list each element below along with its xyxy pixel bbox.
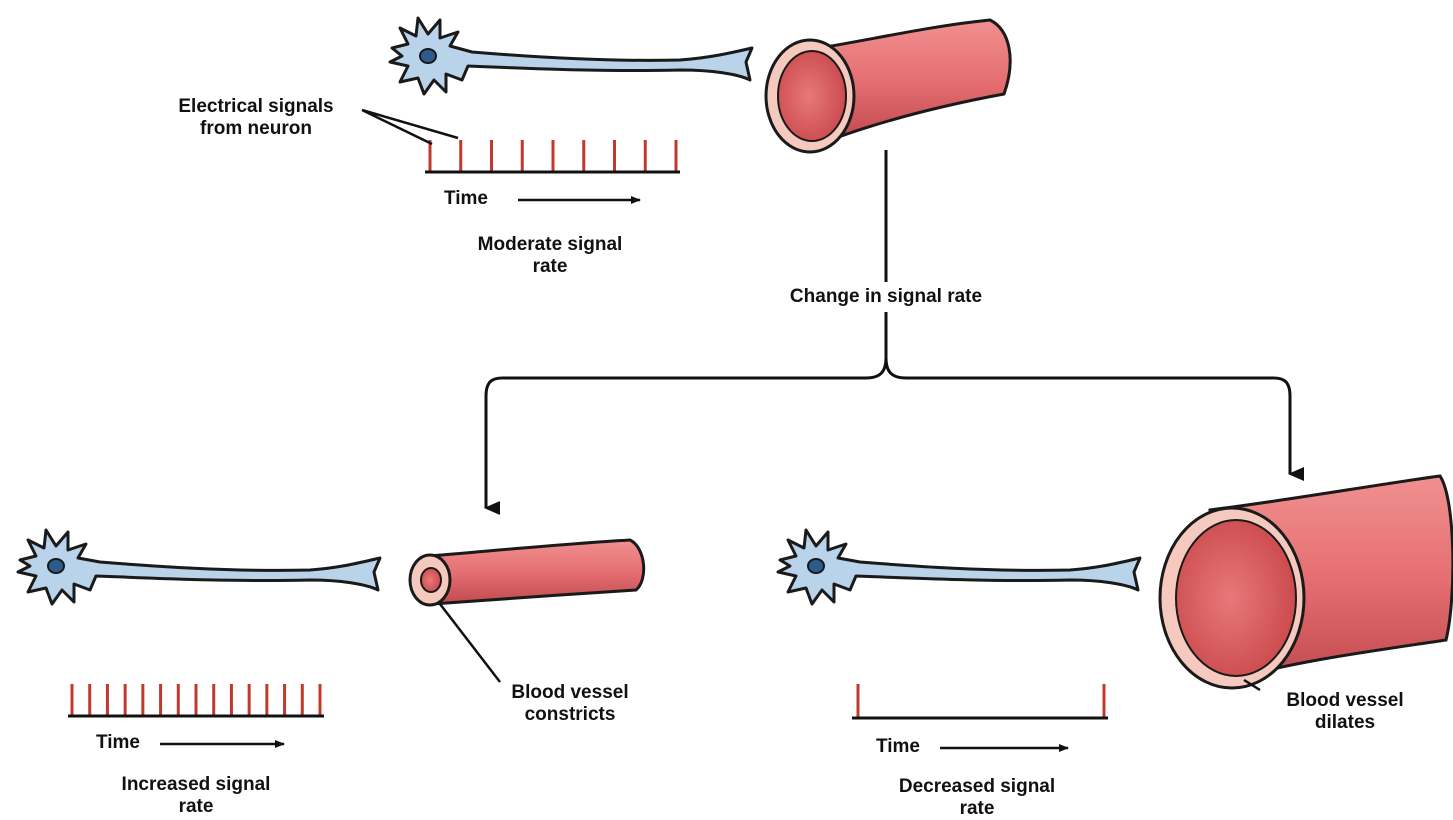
- neuron-increased: [18, 530, 380, 604]
- branch-left-arrow: [486, 358, 886, 508]
- decreased-rate-label: Decreased signal rate: [862, 776, 1092, 820]
- blood-vessel-constricted: [410, 540, 644, 605]
- electrical-signals-line2: from neuron: [148, 118, 364, 140]
- constricts-pointer: [440, 604, 500, 682]
- dilates-label: Blood vessel dilates: [1240, 690, 1450, 734]
- spike-train-decreased: [858, 684, 1104, 718]
- increased-rate-line1: Increased signal: [86, 774, 306, 796]
- time-label-right: Time: [876, 736, 920, 758]
- neuron-top: [390, 18, 752, 94]
- decreased-rate-line2: rate: [862, 798, 1092, 820]
- branch-right-arrow: [886, 358, 1290, 474]
- moderate-rate-line1: Moderate signal: [440, 234, 660, 256]
- dilates-line2: dilates: [1240, 712, 1450, 734]
- increased-rate-label: Increased signal rate: [86, 774, 306, 818]
- time-label-left: Time: [96, 732, 140, 754]
- constricts-line2: constricts: [460, 704, 680, 726]
- moderate-rate-label: Moderate signal rate: [440, 234, 660, 278]
- label-pointer-lines: [362, 110, 458, 144]
- decreased-rate-line1: Decreased signal: [862, 776, 1092, 798]
- spike-train-increased: [72, 684, 320, 716]
- spike-train-moderate: [430, 140, 676, 172]
- time-label-top: Time: [444, 188, 488, 210]
- electrical-signals-line1: Electrical signals: [148, 96, 364, 118]
- increased-rate-line2: rate: [86, 796, 306, 818]
- electrical-signals-label: Electrical signals from neuron: [148, 96, 364, 140]
- change-in-signal-rate-label: Change in signal rate: [746, 286, 1026, 308]
- blood-vessel-dilated: [1160, 476, 1453, 688]
- neuron-decreased: [778, 530, 1140, 604]
- moderate-rate-line2: rate: [440, 256, 660, 278]
- dilates-line1: Blood vessel: [1240, 690, 1450, 712]
- neuron-top-body: [390, 18, 752, 94]
- constricts-line1: Blood vessel: [460, 682, 680, 704]
- neuron-top-nucleus: [420, 49, 436, 63]
- blood-vessel-top: [766, 20, 1010, 152]
- constricts-label: Blood vessel constricts: [460, 682, 680, 726]
